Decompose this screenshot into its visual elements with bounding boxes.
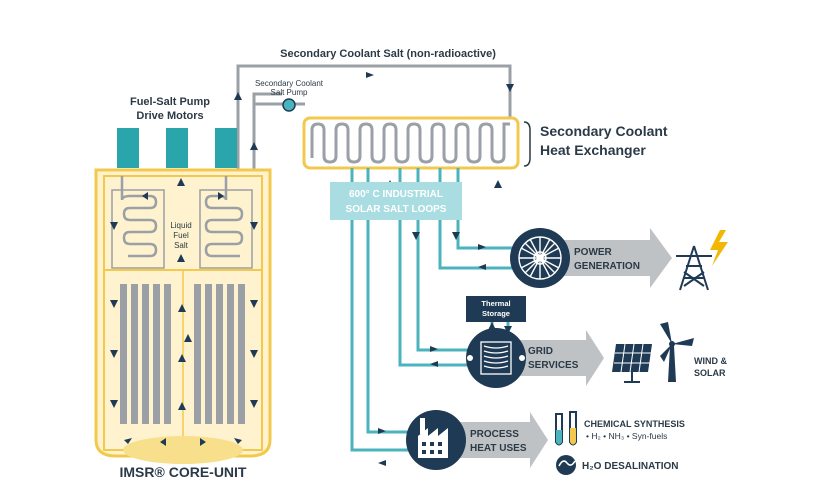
core-unit-label: IMSR® CORE-UNIT [120,464,247,480]
power-label-1: POWER [574,247,613,258]
lightning-icon [710,230,728,266]
grid-label-2: SERVICES [528,360,579,371]
thermal-label-1: Thermal [481,299,510,308]
secondary-coolant-loop [236,64,512,178]
process-arrow [460,412,548,468]
pump-label-1: Secondary Coolant [255,79,324,88]
grid-valve-right-icon [519,355,525,361]
grid-arrow [515,330,604,386]
thermal-storage-box [466,296,526,322]
heat-exchanger-bracket [523,121,531,167]
thermal-label-2: Storage [482,309,510,318]
grid-valve-left-icon [467,355,473,361]
motors-label-2: Drive Motors [136,110,203,122]
core-hx-left-frame [111,189,165,269]
liquid-fuel-label-1: Liquid [170,221,191,230]
desalination-label: H₂O DESALINATION [582,461,678,472]
heat-exchanger-box [302,116,520,170]
pump-icon [282,98,296,112]
solar-loops-label-1: 600° C INDUSTRIAL [349,189,443,200]
core-hx-right-frame [199,189,253,269]
core-hx-left [120,176,158,258]
graphite-core [120,284,245,424]
water-wave-icon [558,460,576,467]
wind-solar-label-1: WIND & [694,356,727,366]
core-bottom-plenum [123,436,243,464]
wind-solar-label-2: SOLAR [694,368,726,378]
power-arrow [560,228,672,288]
factory-icon [418,418,448,458]
test-tubes-icon [555,411,577,446]
motors-label-1: Fuel-Salt Pump [130,96,210,108]
heat-exchanger-label-1: Secondary Coolant [540,123,668,139]
drive-motors [117,128,237,168]
storage-coil-icon [480,341,512,375]
solar-panel-icon [612,343,652,383]
transmission-tower-icon [676,245,712,291]
process-label-2: HEAT USES [470,443,527,454]
solar-salt-loops-box [330,182,462,220]
core-flow-arrows [110,178,258,446]
heat-exchanger-coil [310,122,510,164]
wind-turbine-icon [660,322,694,382]
chemical-items-label: • H₂ • NH₃ • Syn-fuels [586,431,667,441]
turbine-blades-icon [518,236,562,280]
chemical-synthesis-label: CHEMICAL SYNTHESIS [584,419,685,429]
process-label-1: PROCESS [470,429,519,440]
pump-label-2: Salt Pump [271,88,308,97]
solar-loops-label-2: SOLAR SALT LOOPS [346,204,447,215]
power-label-2: GENERATION [574,261,640,272]
heat-exchanger-label-2: Heat Exchanger [540,142,646,158]
liquid-fuel-label-2: Fuel [173,231,189,240]
desalination-icon [556,455,576,475]
liquid-fuel-label-3: Salt [174,241,189,250]
grid-label-1: GRID [528,346,553,357]
gray-loop-arrows [234,72,514,150]
secondary-salt-label: Secondary Coolant Salt (non-radioactive) [280,48,496,60]
core-hx-right [204,176,244,258]
